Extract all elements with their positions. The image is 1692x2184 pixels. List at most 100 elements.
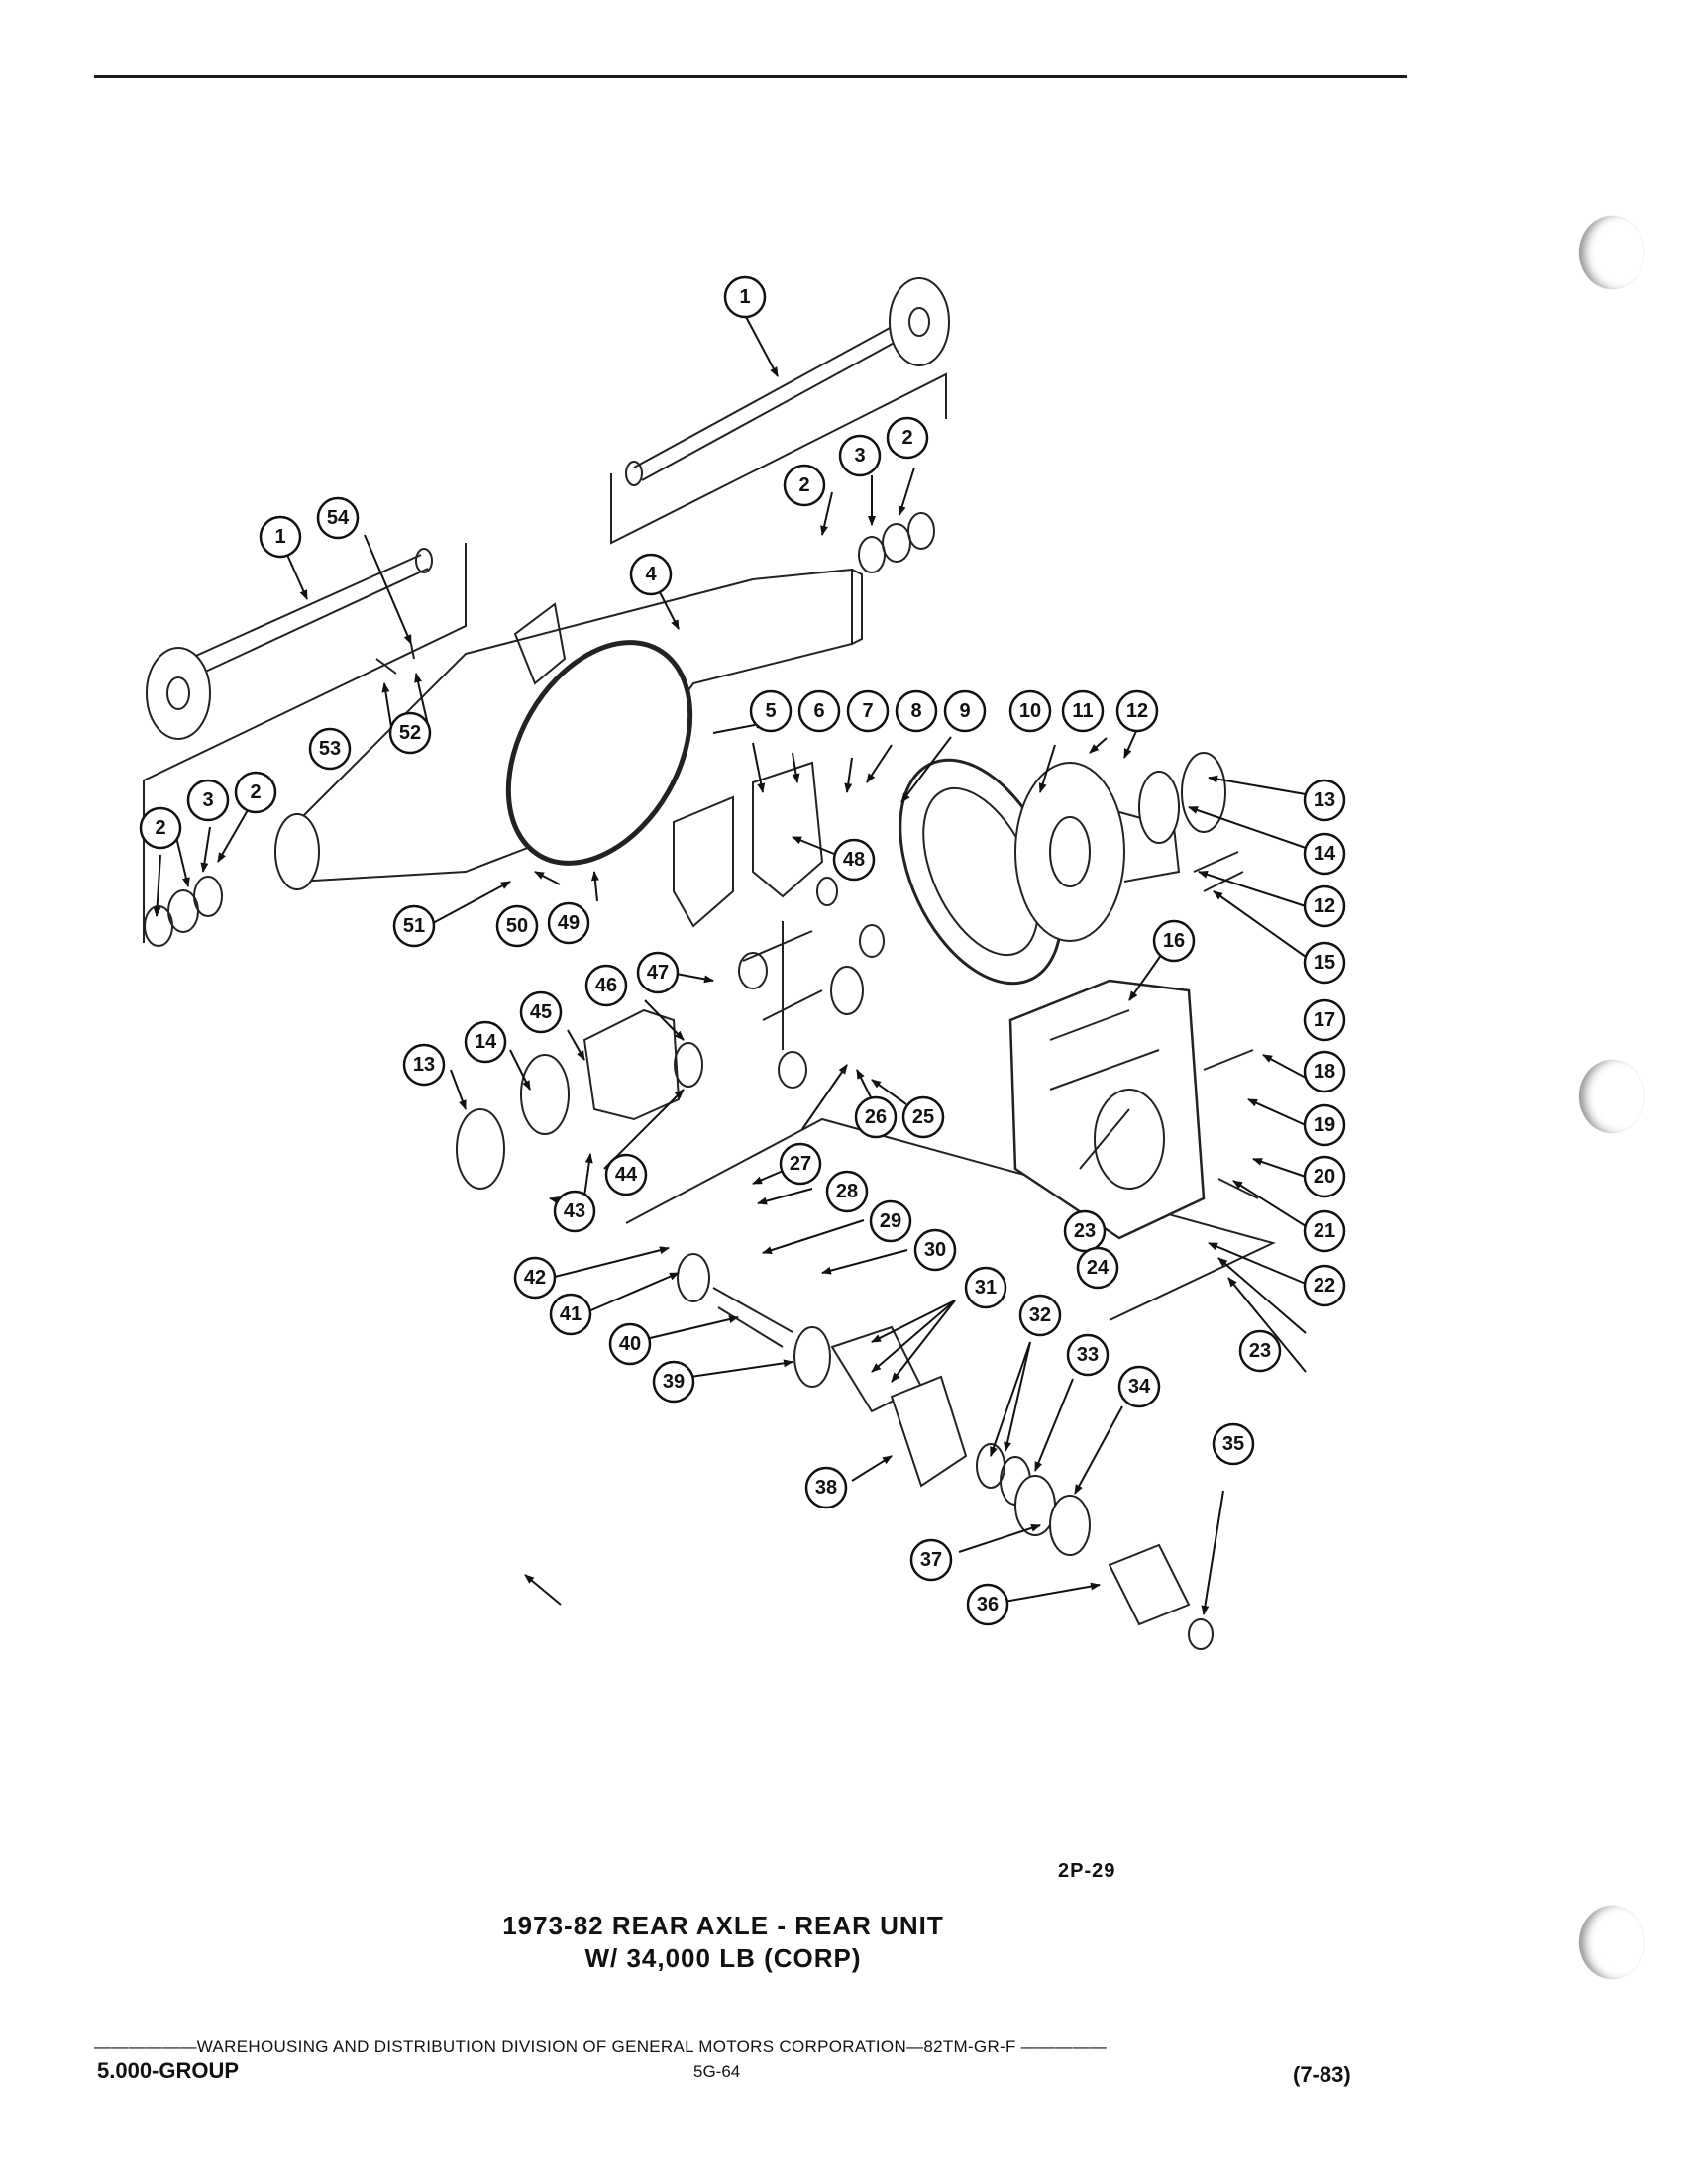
callout-13: 13 (402, 1043, 446, 1087)
svg-text:28: 28 (836, 1181, 858, 1202)
svg-text:53: 53 (319, 738, 341, 760)
caption-line-2: W/ 34,000 LB (CORP) (584, 1943, 862, 1973)
svg-text:35: 35 (1222, 1433, 1244, 1455)
svg-text:2: 2 (901, 427, 912, 449)
callout-23: 23 (1063, 1209, 1107, 1253)
svg-text:16: 16 (1163, 930, 1185, 952)
svg-text:29: 29 (880, 1210, 901, 1232)
callout-14: 14 (464, 1020, 507, 1064)
callout-13: 13 (1303, 779, 1346, 822)
bearing-caps (673, 761, 824, 928)
svg-text:31: 31 (975, 1277, 997, 1299)
svg-text:36: 36 (977, 1594, 999, 1615)
svg-text:11: 11 (1072, 700, 1093, 722)
footer-publisher-line: ——————WAREHOUSING AND DISTRIBUTION DIVIS… (94, 2037, 1108, 2056)
callout-11: 11 (1061, 689, 1105, 733)
svg-text:46: 46 (595, 975, 617, 996)
svg-text:4: 4 (645, 564, 657, 585)
callout-47: 47 (636, 951, 680, 994)
footer-date: (7-83) (1293, 2062, 1351, 2087)
callout-31: 31 (964, 1266, 1007, 1309)
svg-text:30: 30 (924, 1239, 946, 1261)
callout-16: 16 (1152, 919, 1196, 963)
differential-spider (738, 877, 885, 1089)
callout-49: 49 (547, 901, 590, 945)
right-washers (858, 512, 935, 573)
callout-8: 8 (895, 689, 938, 733)
svg-text:34: 34 (1128, 1376, 1151, 1398)
callouts: 1 1 2 2 2 2 3 3 4 5 6 7 8 9 10 11 12 12 … (139, 275, 1346, 1626)
svg-text:32: 32 (1029, 1304, 1051, 1326)
svg-text:52: 52 (399, 722, 421, 744)
svg-text:21: 21 (1314, 1220, 1335, 1242)
caption-line-1: 1973-82 REAR AXLE - REAR UNIT (502, 1911, 944, 1940)
svg-text:51: 51 (403, 915, 425, 937)
callout-1: 1 (723, 275, 767, 319)
svg-text:3: 3 (854, 445, 865, 467)
callout-32: 32 (1018, 1294, 1062, 1337)
svg-text:13: 13 (413, 1054, 435, 1076)
svg-text:26: 26 (865, 1106, 887, 1128)
callout-14: 14 (1303, 832, 1346, 876)
svg-text:41: 41 (560, 1303, 582, 1325)
callout-52: 52 (388, 711, 432, 755)
punch-hole-bottom (1579, 1906, 1644, 1979)
svg-text:44: 44 (615, 1164, 638, 1186)
svg-text:5: 5 (765, 700, 776, 722)
callout-44: 44 (604, 1153, 648, 1196)
svg-text:23: 23 (1074, 1220, 1096, 1242)
svg-text:42: 42 (524, 1267, 546, 1289)
callout-39: 39 (652, 1360, 695, 1404)
callout-19: 19 (1303, 1103, 1346, 1147)
callout-46: 46 (584, 964, 628, 1007)
svg-text:14: 14 (1314, 843, 1336, 865)
callout-43: 43 (553, 1190, 596, 1233)
callout-50: 50 (495, 904, 539, 948)
callout-34: 34 (1117, 1365, 1161, 1408)
svg-text:49: 49 (558, 912, 580, 934)
svg-text:22: 22 (1314, 1275, 1335, 1297)
svg-text:8: 8 (910, 700, 921, 722)
svg-text:7: 7 (862, 700, 873, 722)
svg-text:2: 2 (155, 817, 165, 839)
callout-33: 33 (1066, 1333, 1110, 1377)
callout-10: 10 (1008, 689, 1052, 733)
callout-12: 12 (1115, 689, 1159, 733)
callout-2: 2 (139, 806, 182, 850)
callout-36: 36 (966, 1583, 1009, 1626)
callout-51: 51 (392, 904, 436, 948)
svg-text:12: 12 (1314, 895, 1335, 917)
svg-text:18: 18 (1314, 1061, 1335, 1083)
svg-text:6: 6 (813, 700, 824, 722)
footer-group: 5.000-GROUP (97, 2058, 240, 2083)
callout-37: 37 (909, 1538, 953, 1582)
callout-9: 9 (943, 689, 987, 733)
callout-24: 24 (1076, 1246, 1119, 1290)
svg-text:17: 17 (1314, 1009, 1335, 1031)
left-case-half (456, 1008, 703, 1190)
right-bearing (1138, 752, 1226, 844)
svg-text:12: 12 (1126, 700, 1148, 722)
callout-2: 2 (234, 771, 277, 814)
svg-text:20: 20 (1314, 1166, 1335, 1188)
page-number: 2P-29 (1058, 1860, 1116, 1882)
callout-27: 27 (779, 1142, 822, 1186)
callout-21: 21 (1303, 1209, 1346, 1253)
callout-45: 45 (519, 990, 563, 1034)
left-washers (144, 876, 223, 947)
svg-text:33: 33 (1077, 1344, 1099, 1366)
callout-3: 3 (186, 779, 230, 822)
callout-26: 26 (854, 1095, 898, 1139)
callout-35: 35 (1212, 1422, 1255, 1466)
callout-17: 17 (1303, 998, 1346, 1042)
svg-text:3: 3 (202, 789, 213, 811)
callout-2: 2 (886, 416, 929, 460)
svg-text:50: 50 (506, 915, 528, 937)
upper-axle-shaft (625, 277, 950, 486)
svg-text:1: 1 (274, 526, 285, 548)
callout-22: 22 (1303, 1264, 1346, 1307)
svg-text:43: 43 (564, 1200, 585, 1222)
svg-text:23: 23 (1249, 1340, 1271, 1362)
svg-text:54: 54 (327, 507, 350, 529)
